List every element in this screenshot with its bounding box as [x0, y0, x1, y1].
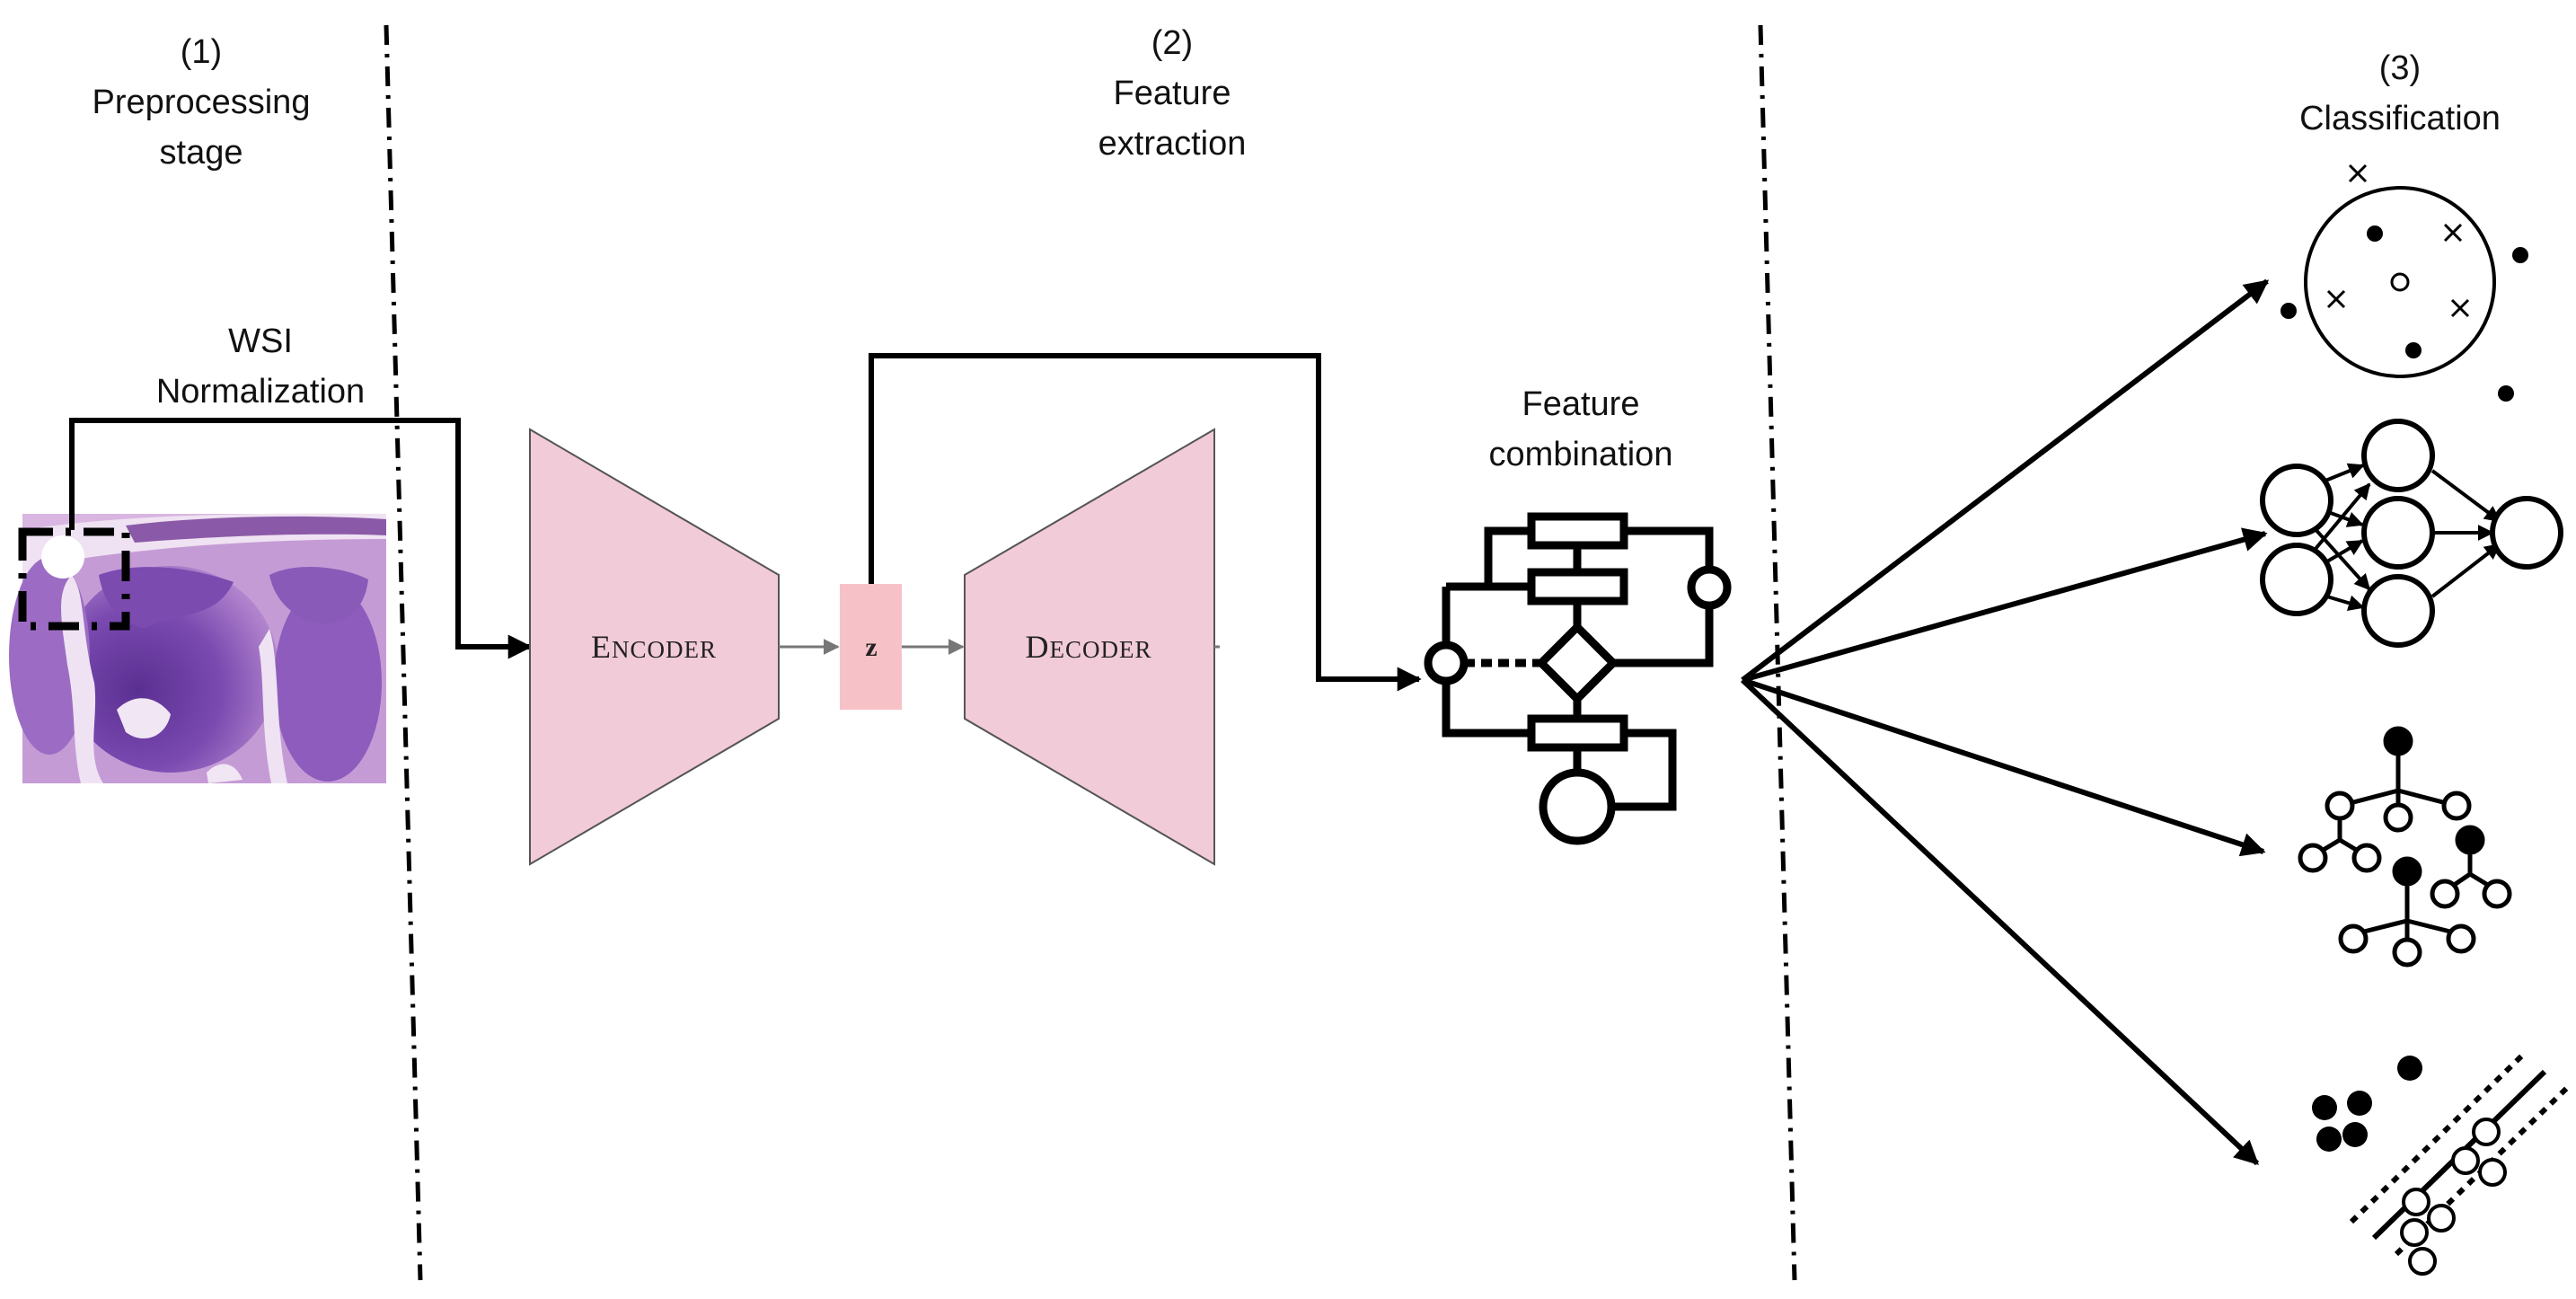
decoder-label: DECODER — [1026, 629, 1152, 665]
encoder-block — [529, 428, 780, 866]
latent-to-combination-arrow — [869, 353, 1422, 692]
wsi-to-encoder-arrow — [69, 418, 533, 659]
neural-network-icon — [2260, 419, 2563, 648]
stage-1-number: (1) — [181, 33, 222, 71]
stage-2-title: (2) Feature extraction — [1098, 24, 1247, 163]
feature-combination-line1: Feature — [1522, 385, 1640, 423]
stage-3-line1: Classification — [2299, 100, 2501, 137]
stage-2-line1: Feature — [1114, 75, 1231, 112]
decoder-block — [964, 428, 1215, 866]
decoder-label-first: D — [1026, 629, 1050, 665]
svm-icon — [2312, 1053, 2570, 1276]
wsi-label-line2: Normalization — [156, 373, 365, 411]
stage-3-number: (3) — [2379, 49, 2421, 87]
classifier-arrows — [1740, 278, 2270, 1166]
latent-z-label: z — [865, 632, 877, 662]
separator-1 — [384, 24, 423, 1281]
latent-z-box — [840, 584, 902, 710]
knn-icon — [2280, 163, 2528, 402]
random-forest-icon — [2298, 726, 2512, 968]
stage-1-line2: stage — [160, 134, 243, 172]
feature-combination-line2: combination — [1489, 436, 1673, 473]
stage-1-title: (1) Preprocessing stage — [93, 33, 311, 172]
wsi-tissue-image — [9, 513, 386, 783]
feature-combination-label: Feature combination — [1489, 385, 1673, 473]
flowchart-icon — [1424, 512, 1732, 845]
stage-3-title: (3) Classification — [2299, 49, 2501, 137]
decoder-label-rest: ECODER — [1050, 636, 1152, 663]
encoder-label-first: E — [591, 629, 612, 665]
wsi-label: WSI Normalization — [156, 323, 365, 411]
encoder-label-rest: NCODER — [612, 636, 717, 663]
stage-2-number: (2) — [1151, 24, 1193, 62]
encoder-label: ENCODER — [591, 629, 717, 665]
stage-1-line1: Preprocessing — [93, 84, 311, 121]
stage-2-line2: extraction — [1098, 125, 1247, 163]
wsi-label-line1: WSI — [228, 323, 293, 360]
